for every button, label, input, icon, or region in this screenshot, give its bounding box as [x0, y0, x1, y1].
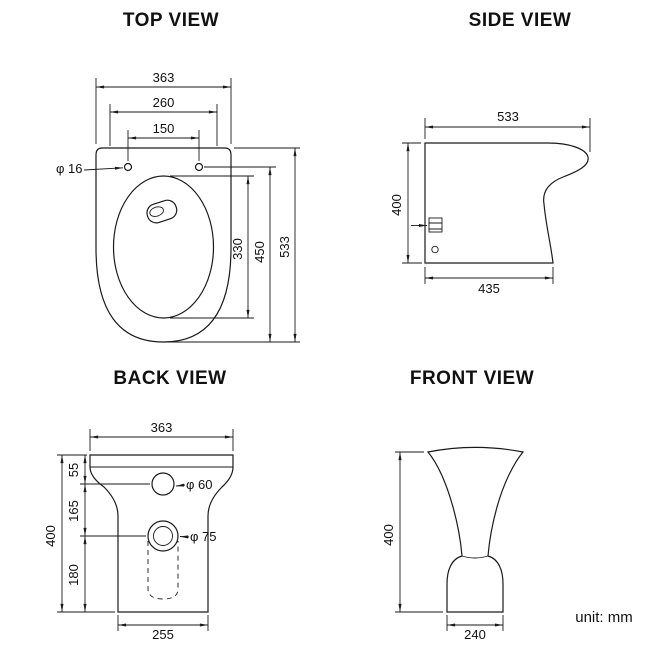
back-dim-outlet-dia: φ 75: [179, 529, 217, 544]
back-dim-outlet-to-floor-label: 180: [66, 564, 81, 586]
side-dim-base-depth-label: 435: [478, 281, 500, 296]
top-view-title: TOP VIEW: [123, 10, 219, 31]
side-dim-overall-depth: 533: [424, 109, 591, 152]
hinge-hole-right: [194, 162, 204, 172]
back-dim-height: 400: [43, 454, 115, 613]
side-view-profile-outline: [424, 142, 589, 264]
side-dim-height: 400: [389, 142, 422, 264]
back-dim-inlet-to-outlet-label: 165: [66, 500, 81, 522]
front-view-pedestal-seam: [461, 555, 489, 559]
back-dim-overall-width: 363: [89, 420, 234, 451]
front-dim-base-width: 240: [446, 615, 504, 642]
back-dim-height-label: 400: [43, 525, 58, 547]
top-dim-bowl-length: 330: [170, 175, 254, 319]
front-view: FRONT VIEW 400 240: [381, 368, 534, 642]
back-dim-base-width-label: 255: [152, 627, 174, 642]
front-view-body-outline: [426, 446, 525, 613]
side-dim-height-label: 400: [389, 194, 404, 216]
top-dim-seat-width: 260: [109, 95, 218, 146]
top-dim-seat-length: 450: [204, 166, 276, 342]
front-dim-base-width-label: 240: [464, 627, 486, 642]
side-dim-base-depth: 435: [424, 267, 554, 296]
back-view-body-outline: [89, 454, 234, 613]
side-view-fixing-hole: [431, 245, 439, 254]
top-dim-bowl-length-label: 330: [230, 238, 245, 260]
back-view-trapway-hidden-line: [147, 541, 179, 600]
top-dim-hinge-spacing: 150: [127, 121, 200, 161]
back-dim-base-width: 255: [117, 615, 209, 642]
back-view: BACK VIEW φ 60 φ 75 363 400: [43, 368, 234, 642]
back-dim-inlet-dia: φ 60: [175, 477, 213, 492]
top-dim-hinge-hole-dia: φ 16: [56, 161, 124, 176]
back-dim-outlet-dia-label: φ 75: [190, 529, 217, 544]
top-dim-seat-length-label: 450: [252, 241, 267, 263]
back-view-outlet-hole-outer: [147, 520, 179, 552]
top-dim-hinge-hole-dia-label: φ 16: [56, 161, 83, 176]
front-dim-height: 400: [381, 451, 443, 613]
front-view-title: FRONT VIEW: [410, 368, 534, 389]
back-dim-inlet-dia-label: φ 60: [186, 477, 213, 492]
back-view-outlet-hole-inner: [153, 526, 173, 546]
back-view-inlet-hole: [151, 472, 175, 496]
top-view-seat-opening: [112, 175, 215, 319]
top-dim-overall-length-label: 533: [277, 236, 292, 258]
top-view: TOP VIEW 363 260 150 φ 16: [56, 10, 300, 343]
back-dim-segments: 55 165 180: [66, 455, 150, 612]
top-dim-hinge-spacing-label: 150: [153, 121, 175, 136]
top-dim-overall-width: 363: [95, 70, 232, 144]
hinge-hole-left: [123, 162, 133, 172]
side-view-title: SIDE VIEW: [469, 10, 572, 31]
unit-label: unit: mm: [575, 609, 633, 626]
top-view-body-outline: [95, 147, 232, 343]
back-dim-top-to-inlet-label: 55: [66, 463, 81, 477]
top-dim-overall-length: 533: [167, 147, 300, 343]
back-dim-overall-width-label: 363: [151, 420, 173, 435]
top-dim-overall-width-label: 363: [153, 70, 175, 85]
back-view-title: BACK VIEW: [113, 368, 226, 389]
side-view: SIDE VIEW 533 400 435: [389, 10, 591, 296]
side-dim-overall-depth-label: 533: [497, 109, 519, 124]
top-view-flush-outlet: [146, 199, 178, 224]
front-dim-height-label: 400: [381, 524, 396, 546]
top-dim-seat-width-label: 260: [153, 95, 175, 110]
side-view-inlet-detail: [411, 217, 443, 254]
